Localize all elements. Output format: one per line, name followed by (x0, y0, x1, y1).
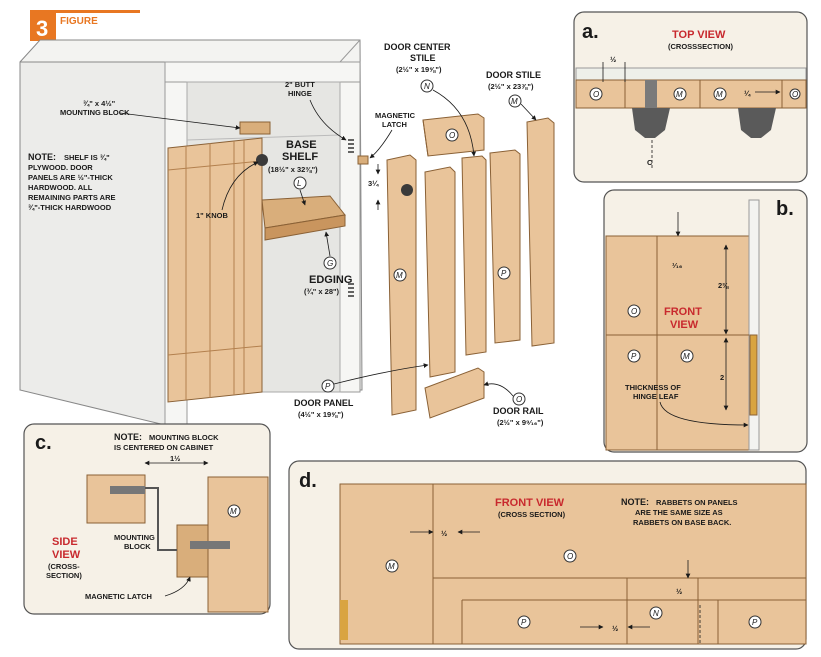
base-shelf-label-2: SHELF (282, 151, 318, 163)
edging-dim: (¾" x 28") (304, 287, 340, 296)
inset-c-magnetic-latch: MAGNETIC LATCH (85, 592, 152, 601)
inset-d-key-5: P (752, 618, 758, 627)
main-note-title: NOTE: (28, 152, 56, 162)
butt-hinge-label-2: HINGE (288, 89, 312, 98)
inset-d-key-3: N (653, 609, 659, 618)
key-panel-right: P (501, 269, 507, 278)
inset-d-dim-2: ½ (676, 587, 682, 596)
inset-d-subtitle: (CROSS SECTION) (498, 510, 566, 519)
door-panel-key: P (325, 382, 331, 391)
inset-d-letter: d. (299, 470, 317, 492)
main-note-6: ¾"-THICK HARDWOOD (28, 203, 112, 212)
butt-hinge-label-1: 2" BUTT (285, 80, 315, 89)
inset-c-mb-1: MOUNTING (114, 533, 155, 542)
inset-a-dim-half: ½ (610, 55, 616, 64)
inset-a-title: TOP VIEW (672, 29, 726, 41)
inset-a-centerline: C (647, 158, 653, 167)
magnetic-latch-label-1: MAGNETIC (375, 111, 416, 120)
edging-label: EDGING (309, 274, 352, 286)
cabinet-drawing (19, 39, 369, 428)
inset-d: d. FRONT VIEW (CROSS SECTION) NOTE: RABB… (288, 460, 807, 650)
base-shelf-key: L (297, 179, 301, 188)
inset-c-cross-2: SECTION) (46, 571, 82, 580)
inset-b-dim-top: ¹⁄₁₆ (672, 261, 682, 270)
main-note-2: PLYWOOD. DOOR (28, 163, 93, 172)
inset-c-dim: 1½ (170, 454, 180, 463)
figure-badge: 3 FIGURE (30, 10, 140, 41)
inset-a-key-3: M (716, 90, 723, 99)
door-center-stile-label-1: DOOR CENTER (384, 42, 451, 52)
inset-d-title: FRONT VIEW (495, 497, 565, 509)
knob-label: 1" KNOB (196, 211, 228, 220)
main-note-5: REMAINING PARTS ARE (28, 193, 116, 202)
door-center-stile-dim: (2½" x 19⅝") (396, 65, 442, 74)
door-panel-dim: (4½" x 19⅝") (298, 410, 344, 419)
door-rail-dim: (2½" x 9⁹⁄₁₆") (497, 418, 544, 427)
inset-d-note-1: RABBETS ON PANELS (656, 498, 738, 507)
inset-c-note-2: IS CENTERED ON CABINET (114, 443, 214, 452)
base-shelf-dim: (18½" x 32⅜") (268, 165, 318, 174)
inset-d-key-2: O (567, 552, 573, 561)
main-note-3: PANELS ARE ½"-THICK (28, 173, 113, 182)
door-stile-label: DOOR STILE (486, 70, 541, 80)
figure-number: 3 (36, 16, 48, 41)
inset-b-key-3: M (683, 352, 690, 361)
door-center-stile-label-2: STILE (410, 53, 436, 63)
mounting-block-label-2: MOUNTING BLOCK (60, 108, 130, 117)
gap-dim: 3¼ (368, 179, 379, 188)
inset-a: a. TOP VIEW (CROSSSECTION) C ½ ¼ O M M O (573, 11, 808, 183)
inset-a-key-4: O (792, 90, 798, 99)
main-part-keys: O M P (393, 128, 511, 282)
door-rail-key: O (516, 395, 522, 404)
inset-c-side-1: SIDE (52, 536, 78, 548)
magnetic-latch-label-2: LATCH (382, 120, 407, 129)
inset-a-letter: a. (582, 21, 599, 43)
inset-c-cross-1: (CROSS- (48, 562, 80, 571)
inset-a-key-2: M (676, 90, 683, 99)
mounting-block-label-1: ¾" x 4½" (83, 99, 116, 108)
inset-a-key-1: O (593, 90, 599, 99)
inset-c-key: M (230, 507, 237, 516)
main-note-4: HARDWOOD. ALL (28, 183, 93, 192)
inset-c-letter: c. (35, 432, 52, 454)
inset-b: b. FRONT VIEW ¹⁄₁₆ 2⅜ 2 THICKNESS OF HIN… (603, 189, 808, 453)
inset-d-note-2: ARE THE SAME SIZE AS (635, 508, 723, 517)
door-stile-dim: (2½" x 23⅞") (488, 82, 534, 91)
key-rail-top: O (449, 131, 455, 140)
inset-b-hinge-note-2: HINGE LEAF (633, 392, 679, 401)
inset-c-side-2: VIEW (52, 549, 81, 561)
inset-a-dim-quarter: ¼ (744, 89, 751, 98)
edging-key: G (327, 259, 333, 268)
inset-c-mb-2: BLOCK (124, 542, 151, 551)
inset-b-title2: VIEW (670, 319, 699, 331)
inset-b-dim-2: 2 (720, 373, 724, 382)
inset-b-key-1: O (631, 307, 637, 316)
inset-d-note-title: NOTE: (621, 497, 649, 507)
inset-c-note-title: NOTE: (114, 432, 142, 442)
door-exploded (386, 113, 555, 419)
inset-b-hinge-note-1: THICKNESS OF (625, 383, 681, 392)
inset-b-title: FRONT (664, 306, 702, 318)
inset-c-note-1: MOUNTING BLOCK (149, 433, 219, 442)
inset-a-subtitle: (CROSSSECTION) (668, 42, 734, 51)
inset-b-letter: b. (776, 198, 794, 220)
figure-label: FIGURE (60, 16, 98, 27)
inset-c: c. NOTE: MOUNTING BLOCK IS CENTERED ON C… (23, 423, 271, 615)
inset-d-key-4: P (521, 618, 527, 627)
door-stile-key: M (511, 97, 518, 106)
inset-d-note-3: RABBETS ON BASE BACK. (633, 518, 731, 527)
door-center-stile-key: N (424, 82, 430, 91)
main-note-1: SHELF IS ¾" (64, 153, 110, 162)
inset-d-dim-1: ½ (441, 529, 447, 538)
inset-b-dim-2-3-8: 2⅜ (718, 281, 729, 290)
inset-d-dim-3: ½ (612, 624, 618, 633)
base-shelf-label-1: BASE (286, 139, 317, 151)
door-panel-label: DOOR PANEL (294, 398, 354, 408)
door-rail-label: DOOR RAIL (493, 406, 544, 416)
inset-b-key-2: P (631, 352, 637, 361)
inset-d-key-1: M (388, 562, 395, 571)
key-stile-left: M (396, 271, 403, 280)
